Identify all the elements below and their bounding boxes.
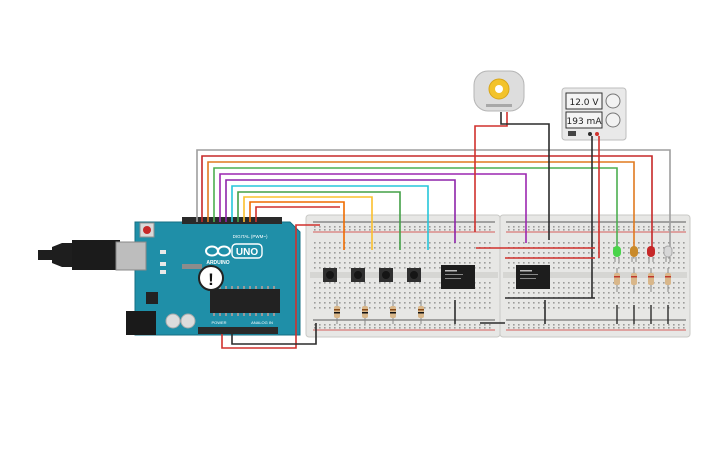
led-orange[interactable] — [630, 246, 638, 262]
wires — [196, 112, 671, 349]
led-green[interactable] — [613, 246, 621, 262]
relay-1[interactable] — [441, 265, 475, 289]
breadboard-right[interactable] — [499, 214, 691, 338]
led-resistor-1[interactable] — [614, 268, 620, 292]
arduino-5v-wire — [221, 224, 320, 349]
pushbutton-1[interactable] — [323, 268, 337, 282]
current-knob[interactable] — [605, 112, 621, 128]
led-rx — [160, 270, 166, 274]
analog-in-label: ANALOG IN — [251, 320, 273, 325]
dc-jack-icon[interactable] — [126, 311, 156, 335]
wire-orange-2 — [249, 201, 345, 250]
digital-pwm-label: DIGITAL (PWM~) — [233, 234, 268, 239]
current-readout: 193 mA — [567, 117, 603, 127]
led-resistor-4[interactable] — [665, 268, 671, 292]
led-resistors — [614, 268, 671, 324]
led-resistor-3[interactable] — [648, 268, 654, 292]
relay-2[interactable] — [516, 265, 550, 289]
arduino-brand-text: ARDUINO — [206, 260, 229, 266]
power-analog-header — [198, 327, 278, 334]
capacitor-1 — [165, 313, 181, 329]
wire-purple-2 — [225, 179, 456, 243]
led-tx — [160, 262, 166, 266]
wire-green-1 — [213, 167, 618, 250]
wire-yellow — [243, 196, 373, 250]
wire-red-1 — [201, 155, 653, 250]
pushbutton-2[interactable] — [351, 268, 365, 282]
led-resistor-2[interactable] — [631, 268, 637, 292]
negative-terminal[interactable] — [588, 132, 592, 136]
pulldown-resistors — [334, 300, 424, 324]
reset-button-icon[interactable] — [139, 222, 155, 238]
warning-icon[interactable]: ! — [198, 265, 224, 291]
power-switch[interactable] — [568, 131, 576, 136]
atmega-chip — [210, 289, 280, 313]
arduino-logo: UNO ARDUINO — [205, 243, 263, 266]
usb-plug-icon[interactable] — [38, 240, 147, 271]
resistor-4[interactable] — [418, 300, 424, 324]
jumper-wires-short — [454, 247, 595, 324]
current-display — [565, 111, 603, 129]
arduino-uno-board[interactable]: UNO ARDUINO DIGITAL (PWM~) POWER ANALOG … — [134, 217, 301, 336]
wire-purple-1 — [219, 173, 527, 243]
leds — [613, 245, 673, 262]
uno-logo-text: UNO — [236, 247, 258, 258]
voltage-knob[interactable] — [605, 93, 621, 109]
pushbutton-3[interactable] — [379, 268, 393, 282]
wire-cyan — [231, 185, 429, 250]
led-white[interactable] — [663, 245, 673, 262]
voltage-display — [565, 92, 603, 110]
dc-motor-icon[interactable] — [473, 70, 525, 112]
capacitor-2 — [180, 313, 196, 329]
warning-symbol: ! — [208, 270, 214, 289]
pushbutton-4[interactable] — [407, 268, 421, 282]
power-label: POWER — [211, 320, 226, 325]
wire-red-2 — [255, 206, 340, 222]
voltage-regulator — [146, 292, 158, 304]
wire-green-2 — [237, 191, 401, 250]
motor-wire-black — [500, 112, 550, 240]
pushbuttons — [323, 268, 421, 282]
wire-orange-1 — [207, 161, 635, 250]
wire-grey — [196, 149, 671, 250]
voltage-readout: 12.0 V — [569, 98, 599, 108]
positive-terminal[interactable] — [595, 132, 599, 136]
led-red[interactable] — [647, 246, 655, 262]
crystal — [182, 264, 202, 269]
arduino-gnd-wire — [231, 323, 317, 345]
power-supply[interactable]: 12.0 V 193 mA — [561, 87, 627, 141]
led-l — [160, 250, 166, 254]
motor-wire-red — [474, 112, 508, 232]
resistor-3[interactable] — [390, 300, 396, 324]
resistor-2[interactable] — [362, 300, 368, 324]
resistor-1[interactable] — [334, 300, 340, 324]
